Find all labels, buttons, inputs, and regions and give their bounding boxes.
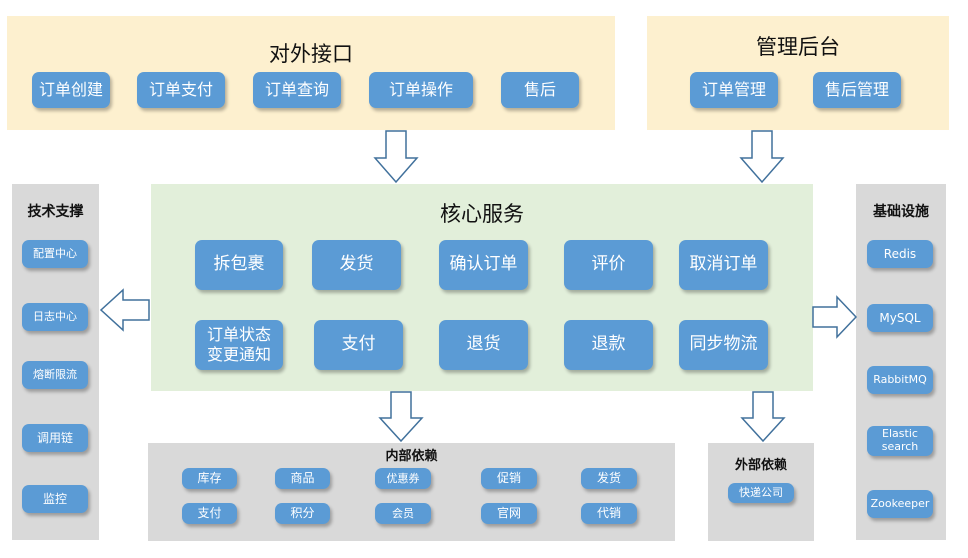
external-courier-button[interactable]: 快递公司 — [728, 483, 794, 503]
admin-order-manage-button[interactable]: 订单管理 — [690, 72, 778, 108]
api-order-pay-button[interactable]: 订单支付 — [137, 72, 225, 108]
internal-coupon-button[interactable]: 优惠券 — [375, 468, 431, 489]
tech-call-chain-button[interactable]: 调用链 — [22, 424, 88, 452]
right-arrow-icon — [812, 295, 858, 339]
internal-points-button[interactable]: 积分 — [275, 503, 330, 524]
internal-promotion-button[interactable]: 促销 — [481, 468, 537, 489]
tech-monitor-button[interactable]: 监控 — [22, 485, 88, 513]
infrastructure-panel: 基础设施 Redis MySQL RabbitMQ Elastic search… — [856, 184, 946, 540]
left-arrow-icon — [99, 288, 150, 332]
core-service-title: 核心服务 — [440, 202, 524, 226]
api-order-create-button[interactable]: 订单创建 — [32, 72, 110, 108]
core-pay-button[interactable]: 支付 — [314, 320, 403, 370]
internal-inventory-button[interactable]: 库存 — [182, 468, 237, 489]
core-split-package-button[interactable]: 拆包裹 — [195, 240, 283, 290]
down-arrow-icon — [740, 391, 786, 443]
admin-title: 管理后台 — [756, 35, 840, 59]
core-status-notify-button[interactable]: 订单状态 变更通知 — [195, 320, 283, 370]
internal-consign-button[interactable]: 代销 — [581, 503, 637, 524]
core-sync-logistics-button[interactable]: 同步物流 — [679, 320, 768, 370]
core-review-button[interactable]: 评价 — [564, 240, 653, 290]
internal-dependency-title: 内部依赖 — [385, 449, 438, 464]
api-after-sale-button[interactable]: 售后 — [501, 72, 579, 108]
tech-support-title: 技术支撑 — [27, 204, 84, 220]
external-api-title: 对外接口 — [269, 42, 353, 66]
infrastructure-title: 基础设施 — [873, 204, 929, 220]
api-order-query-button[interactable]: 订单查询 — [253, 72, 341, 108]
core-refund-button[interactable]: 退款 — [564, 320, 653, 370]
infra-elasticsearch-button[interactable]: Elastic search — [867, 426, 933, 456]
core-cancel-order-button[interactable]: 取消订单 — [679, 240, 768, 290]
api-order-operation-button[interactable]: 订单操作 — [369, 72, 473, 108]
core-return-goods-button[interactable]: 退货 — [439, 320, 528, 370]
internal-pay-button[interactable]: 支付 — [182, 503, 237, 524]
core-service-panel: 核心服务 拆包裹 发货 确认订单 评价 取消订单 订单状态 变更通知 支付 退货… — [151, 184, 813, 391]
internal-ship-button[interactable]: 发货 — [581, 468, 637, 489]
tech-support-panel: 技术支撑 配置中心 日志中心 熔断限流 调用链 监控 — [12, 184, 99, 540]
external-dependency-title: 外部依赖 — [734, 458, 787, 473]
external-dependency-panel: 外部依赖 快递公司 — [708, 443, 814, 541]
infra-zookeeper-button[interactable]: Zookeeper — [867, 490, 933, 518]
internal-dependency-panel: 内部依赖 库存 商品 优惠券 促销 发货 支付 积分 会员 官网 代销 — [148, 443, 675, 541]
core-confirm-order-button[interactable]: 确认订单 — [439, 240, 528, 290]
tech-log-center-button[interactable]: 日志中心 — [22, 303, 88, 331]
tech-config-center-button[interactable]: 配置中心 — [22, 240, 88, 268]
admin-after-sale-manage-button[interactable]: 售后管理 — [813, 72, 901, 108]
down-arrow-icon — [739, 130, 785, 184]
internal-product-button[interactable]: 商品 — [275, 468, 330, 489]
infra-mysql-button[interactable]: MySQL — [867, 304, 933, 332]
external-api-panel: 对外接口 订单创建 订单支付 订单查询 订单操作 售后 — [7, 16, 615, 130]
admin-panel: 管理后台 订单管理 售后管理 — [647, 16, 949, 130]
tech-circuit-breaker-button[interactable]: 熔断限流 — [22, 361, 88, 389]
internal-member-button[interactable]: 会员 — [375, 503, 431, 524]
down-arrow-icon — [373, 130, 419, 184]
infra-redis-button[interactable]: Redis — [867, 240, 933, 268]
internal-website-button[interactable]: 官网 — [481, 503, 537, 524]
down-arrow-icon — [378, 391, 424, 443]
core-ship-button[interactable]: 发货 — [312, 240, 401, 290]
infra-rabbitmq-button[interactable]: RabbitMQ — [867, 366, 933, 394]
